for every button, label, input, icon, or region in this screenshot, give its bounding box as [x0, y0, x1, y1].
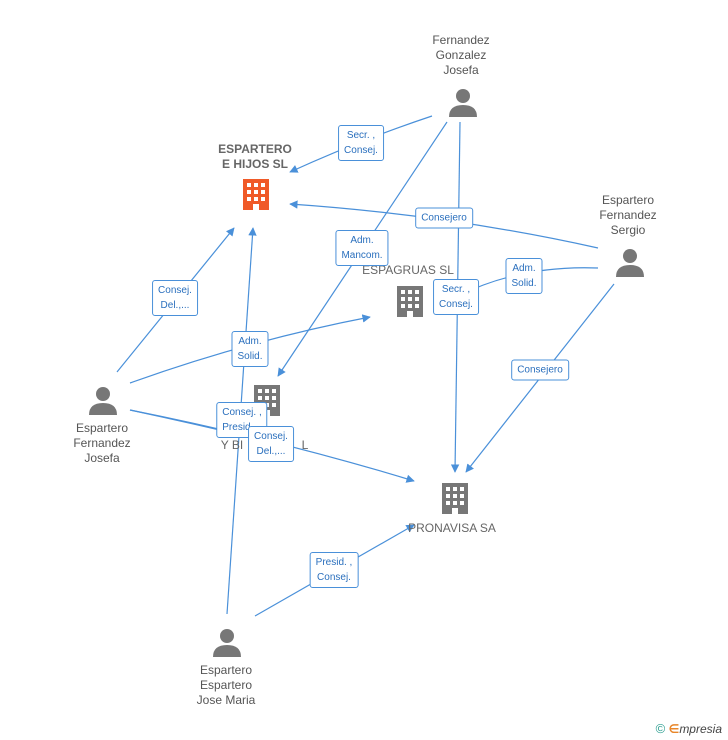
relation-label-secr-consej[interactable]: Secr. , Consej. — [338, 125, 384, 161]
person-icon[interactable] — [447, 86, 479, 118]
relation-label-consejero[interactable]: Consejero — [415, 207, 473, 229]
person-icon[interactable] — [614, 246, 646, 278]
footer-brand: © ∈mpresia — [656, 721, 722, 736]
brand-logo: ∈mpresia — [669, 722, 722, 736]
relation-label-adm-solid[interactable]: Adm. Solid. — [505, 258, 543, 294]
relation-label-secr-consej[interactable]: Secr. , Consej. — [433, 279, 479, 315]
company-label-y-bi-tail[interactable]: L — [301, 438, 309, 452]
person-label-espartero-jose-maria[interactable]: Espartero Espartero Jose Maria — [196, 663, 256, 707]
relation-label-adm-solid[interactable]: Adm. Solid. — [231, 331, 269, 367]
relation-label-consej-del[interactable]: Consej. Del.,... — [248, 426, 294, 462]
relation-label-consej-del[interactable]: Consej. Del.,... — [152, 280, 198, 316]
relation-label-adm-mancom[interactable]: Adm. Mancom. — [335, 230, 389, 266]
brand-logo-e: ∈ — [668, 722, 680, 736]
building-icon[interactable] — [394, 283, 426, 319]
copyright-symbol: © — [655, 721, 666, 736]
company-label-espartero-hijos[interactable]: ESPARTERO E HIJOS SL — [218, 142, 292, 171]
building-icon[interactable] — [439, 480, 471, 516]
brand-logo-text: mpresia — [679, 722, 722, 736]
person-label-espartero-josefa[interactable]: Espartero Fernandez Josefa — [73, 421, 131, 465]
person-label-espartero-sergio[interactable]: Espartero Fernandez Sergio — [599, 193, 657, 237]
company-label-pronavisa[interactable]: PRONAVISA SA — [408, 521, 496, 535]
person-icon[interactable] — [211, 626, 243, 658]
relation-label-consejero[interactable]: Consejero — [511, 359, 569, 381]
building-icon[interactable] — [240, 176, 272, 212]
person-icon[interactable] — [87, 384, 119, 416]
company-label-y-bi[interactable]: Y BI — [220, 438, 244, 452]
company-label-espagruas[interactable]: ESPAGRUAS SL — [362, 263, 454, 277]
person-label-fernandez-gonzalez[interactable]: Fernandez Gonzalez Josefa — [432, 33, 490, 77]
relation-label-presid-consej[interactable]: Presid. , Consej. — [309, 552, 359, 588]
